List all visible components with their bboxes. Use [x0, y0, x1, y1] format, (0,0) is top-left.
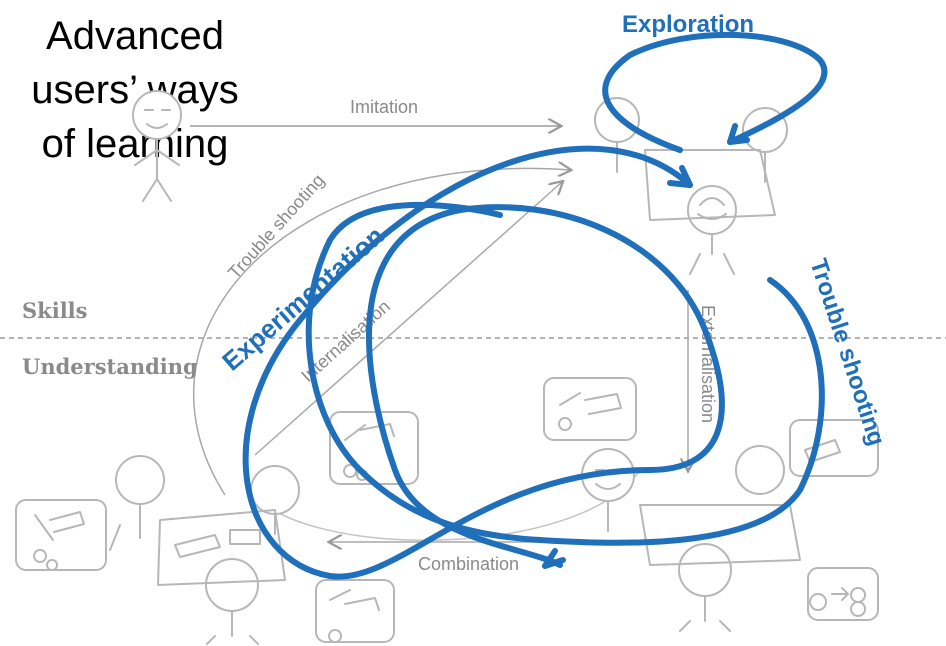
- experimentation-label: Experimentation: [216, 220, 389, 376]
- exploration-loop: [602, 31, 828, 153]
- trouble-shooting-arrow: [193, 168, 570, 496]
- trouble-shooting-arrowhead: [542, 548, 566, 569]
- skills-label: Skills: [22, 298, 87, 323]
- internalisation-arrow: [254, 182, 562, 456]
- understanding-label: Understanding: [22, 354, 198, 379]
- title-line-1: Advanced: [46, 14, 224, 58]
- figure-top-left: [132, 90, 182, 202]
- exploration-label: Exploration: [622, 11, 754, 38]
- figure-top-right-group: [594, 97, 788, 275]
- imitation-label: Imitation: [350, 97, 418, 117]
- experimentation-loop: [242, 145, 725, 580]
- thought-bubble-right: [789, 419, 879, 477]
- thought-bubble-center: [543, 377, 637, 441]
- experimentation-arrowhead-top: [667, 165, 693, 188]
- lower-loop-curve: [249, 469, 641, 541]
- combination-label: Combination: [418, 554, 519, 574]
- figure-bottom-middle: [581, 448, 635, 532]
- thought-bubble-bottom-right: [807, 567, 879, 621]
- title-line-3: of learning: [41, 122, 229, 166]
- thought-bubble-left: [15, 499, 107, 571]
- trouble-shooting-loop: [305, 201, 825, 546]
- trouble-shooting-flow-label: Trouble shooting: [224, 170, 328, 283]
- exploration-arrowhead: [727, 123, 750, 145]
- figure-bottom-right-group: [639, 445, 801, 632]
- thought-bubble-bottom-center: [315, 579, 395, 643]
- figure-bottom-left-group: [109, 455, 300, 645]
- externalisation-label: Externalisation: [698, 305, 718, 423]
